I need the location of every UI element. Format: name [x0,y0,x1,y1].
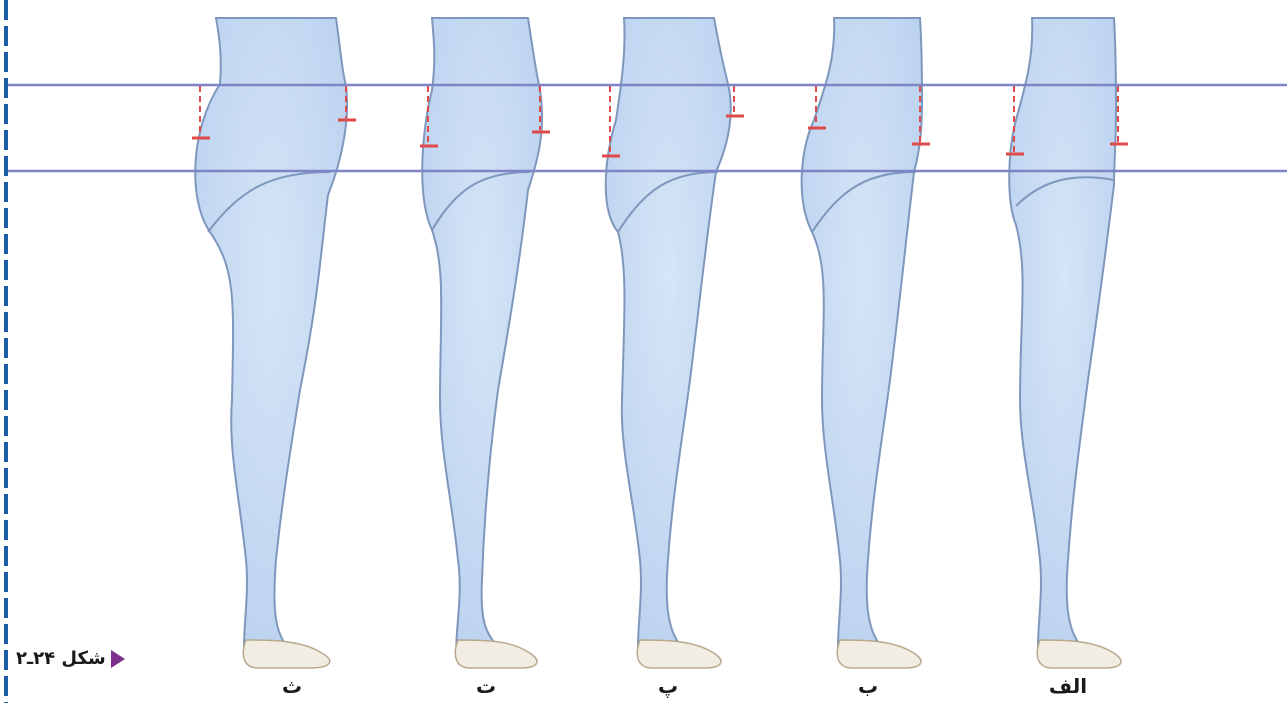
leg-figure-be [802,18,930,668]
leg-silhouette [1009,18,1116,662]
leg-silhouette [606,18,731,662]
caption-text: شکل ۲۴ـ۲ [16,648,106,669]
foot [243,640,329,668]
foot [637,640,721,668]
foot [455,640,537,668]
leg-silhouette [422,18,542,662]
leg-figure-se [192,18,356,668]
label-se: ث [262,674,322,698]
foot [837,640,921,668]
figure-caption: شکل ۲۴ـ۲ [16,648,125,669]
leg-figure-te [420,18,550,668]
leg-silhouette [195,18,347,662]
leg-figure-alef [1006,18,1128,668]
caption-arrow-icon [111,650,125,668]
label-pe: پ [638,674,698,698]
leg-silhouette [802,18,922,662]
foot [1037,640,1121,668]
leg-figure-pe [602,18,744,668]
label-be: ب [838,674,898,698]
label-te: ت [456,674,516,698]
label-alef: الف [1038,674,1098,698]
